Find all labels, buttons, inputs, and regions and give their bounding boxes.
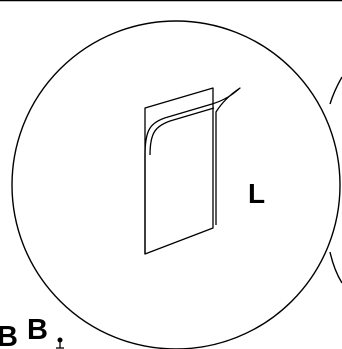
main-circle	[12, 21, 340, 349]
right-circle-arc-lower	[330, 252, 342, 283]
folded-page-figure	[145, 88, 240, 254]
bottom-small-mark	[56, 338, 64, 349]
bottom-label-b-2: B	[27, 314, 48, 346]
circle-label-l: L	[248, 178, 265, 209]
bottom-label-b-1: B	[0, 321, 18, 349]
right-circle-arc-upper	[330, 77, 342, 104]
